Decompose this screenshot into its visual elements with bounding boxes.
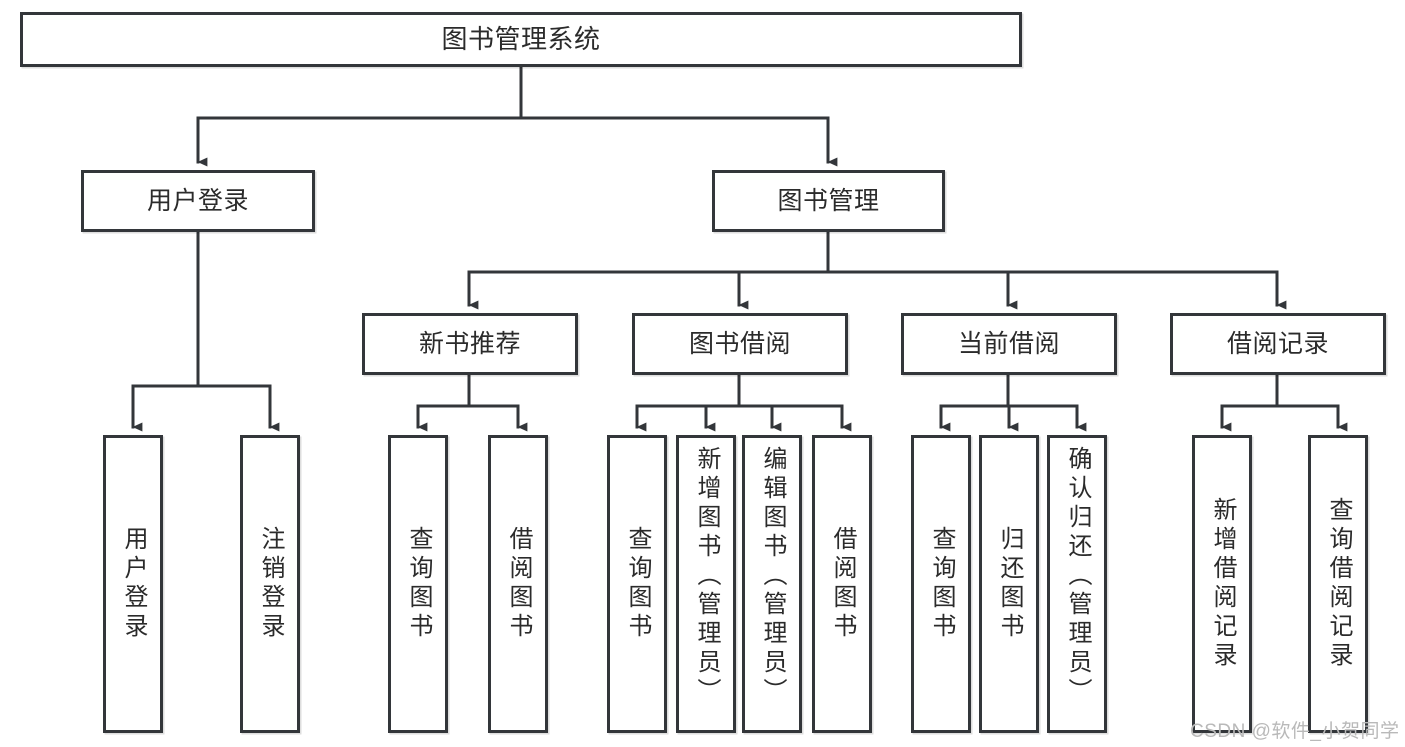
leaf-borrow-record-query-record[interactable]: 查询借阅记录 bbox=[1308, 435, 1368, 733]
node-label: 新书推荐 bbox=[418, 329, 521, 358]
node-label: 确认归还（管理员） bbox=[1064, 446, 1091, 707]
leaf-book-borrow-query-book[interactable]: 查询图书 bbox=[607, 435, 667, 733]
node-label: 归还图书 bbox=[996, 526, 1023, 642]
node-label: 图书管理 bbox=[777, 186, 880, 215]
leaf-book-borrow-add-book-admin[interactable]: 新增图书（管理员） bbox=[676, 435, 736, 733]
node-book-borrow[interactable]: 图书借阅 bbox=[632, 313, 848, 375]
node-label: 借阅图书 bbox=[829, 526, 856, 642]
node-user-login[interactable]: 用户登录 bbox=[81, 170, 315, 232]
node-borrow-record[interactable]: 借阅记录 bbox=[1170, 313, 1386, 375]
node-label: 用户登录 bbox=[146, 186, 249, 215]
node-label: 查询借阅记录 bbox=[1325, 497, 1352, 671]
node-label: 编辑图书（管理员） bbox=[759, 446, 786, 707]
node-label: 图书借阅 bbox=[688, 329, 791, 358]
node-label: 借阅图书 bbox=[505, 526, 532, 642]
leaf-new-book-borrow-book[interactable]: 借阅图书 bbox=[488, 435, 548, 733]
node-label: 用户登录 bbox=[120, 526, 147, 642]
node-label: 借阅记录 bbox=[1226, 329, 1329, 358]
node-label: 新增借阅记录 bbox=[1209, 497, 1236, 671]
leaf-new-book-query-book[interactable]: 查询图书 bbox=[388, 435, 448, 733]
node-root-book-management-system[interactable]: 图书管理系统 bbox=[20, 12, 1022, 67]
leaf-current-borrow-query-book[interactable]: 查询图书 bbox=[911, 435, 971, 733]
node-current-borrow[interactable]: 当前借阅 bbox=[901, 313, 1117, 375]
leaf-book-borrow-borrow-book[interactable]: 借阅图书 bbox=[812, 435, 872, 733]
leaf-user-login-logout[interactable]: 注销登录 bbox=[240, 435, 300, 733]
node-label: 查询图书 bbox=[624, 526, 651, 642]
csdn-watermark: CSDN @软件_小贺同学 bbox=[1190, 721, 1400, 742]
leaf-user-login-login[interactable]: 用户登录 bbox=[103, 435, 163, 733]
node-label: 查询图书 bbox=[405, 526, 432, 642]
node-new-book-recommend[interactable]: 新书推荐 bbox=[362, 313, 578, 375]
leaf-borrow-record-add-record[interactable]: 新增借阅记录 bbox=[1192, 435, 1252, 733]
leaf-current-borrow-return-book[interactable]: 归还图书 bbox=[979, 435, 1039, 733]
node-label: 当前借阅 bbox=[957, 329, 1060, 358]
node-book-management[interactable]: 图书管理 bbox=[712, 170, 945, 232]
node-label: 图书管理系统 bbox=[441, 23, 601, 54]
node-label: 查询图书 bbox=[928, 526, 955, 642]
node-label: 注销登录 bbox=[257, 526, 284, 642]
node-label: 新增图书（管理员） bbox=[693, 446, 720, 707]
leaf-current-borrow-confirm-return-admin[interactable]: 确认归还（管理员） bbox=[1047, 435, 1107, 733]
leaf-book-borrow-edit-book-admin[interactable]: 编辑图书（管理员） bbox=[742, 435, 802, 733]
